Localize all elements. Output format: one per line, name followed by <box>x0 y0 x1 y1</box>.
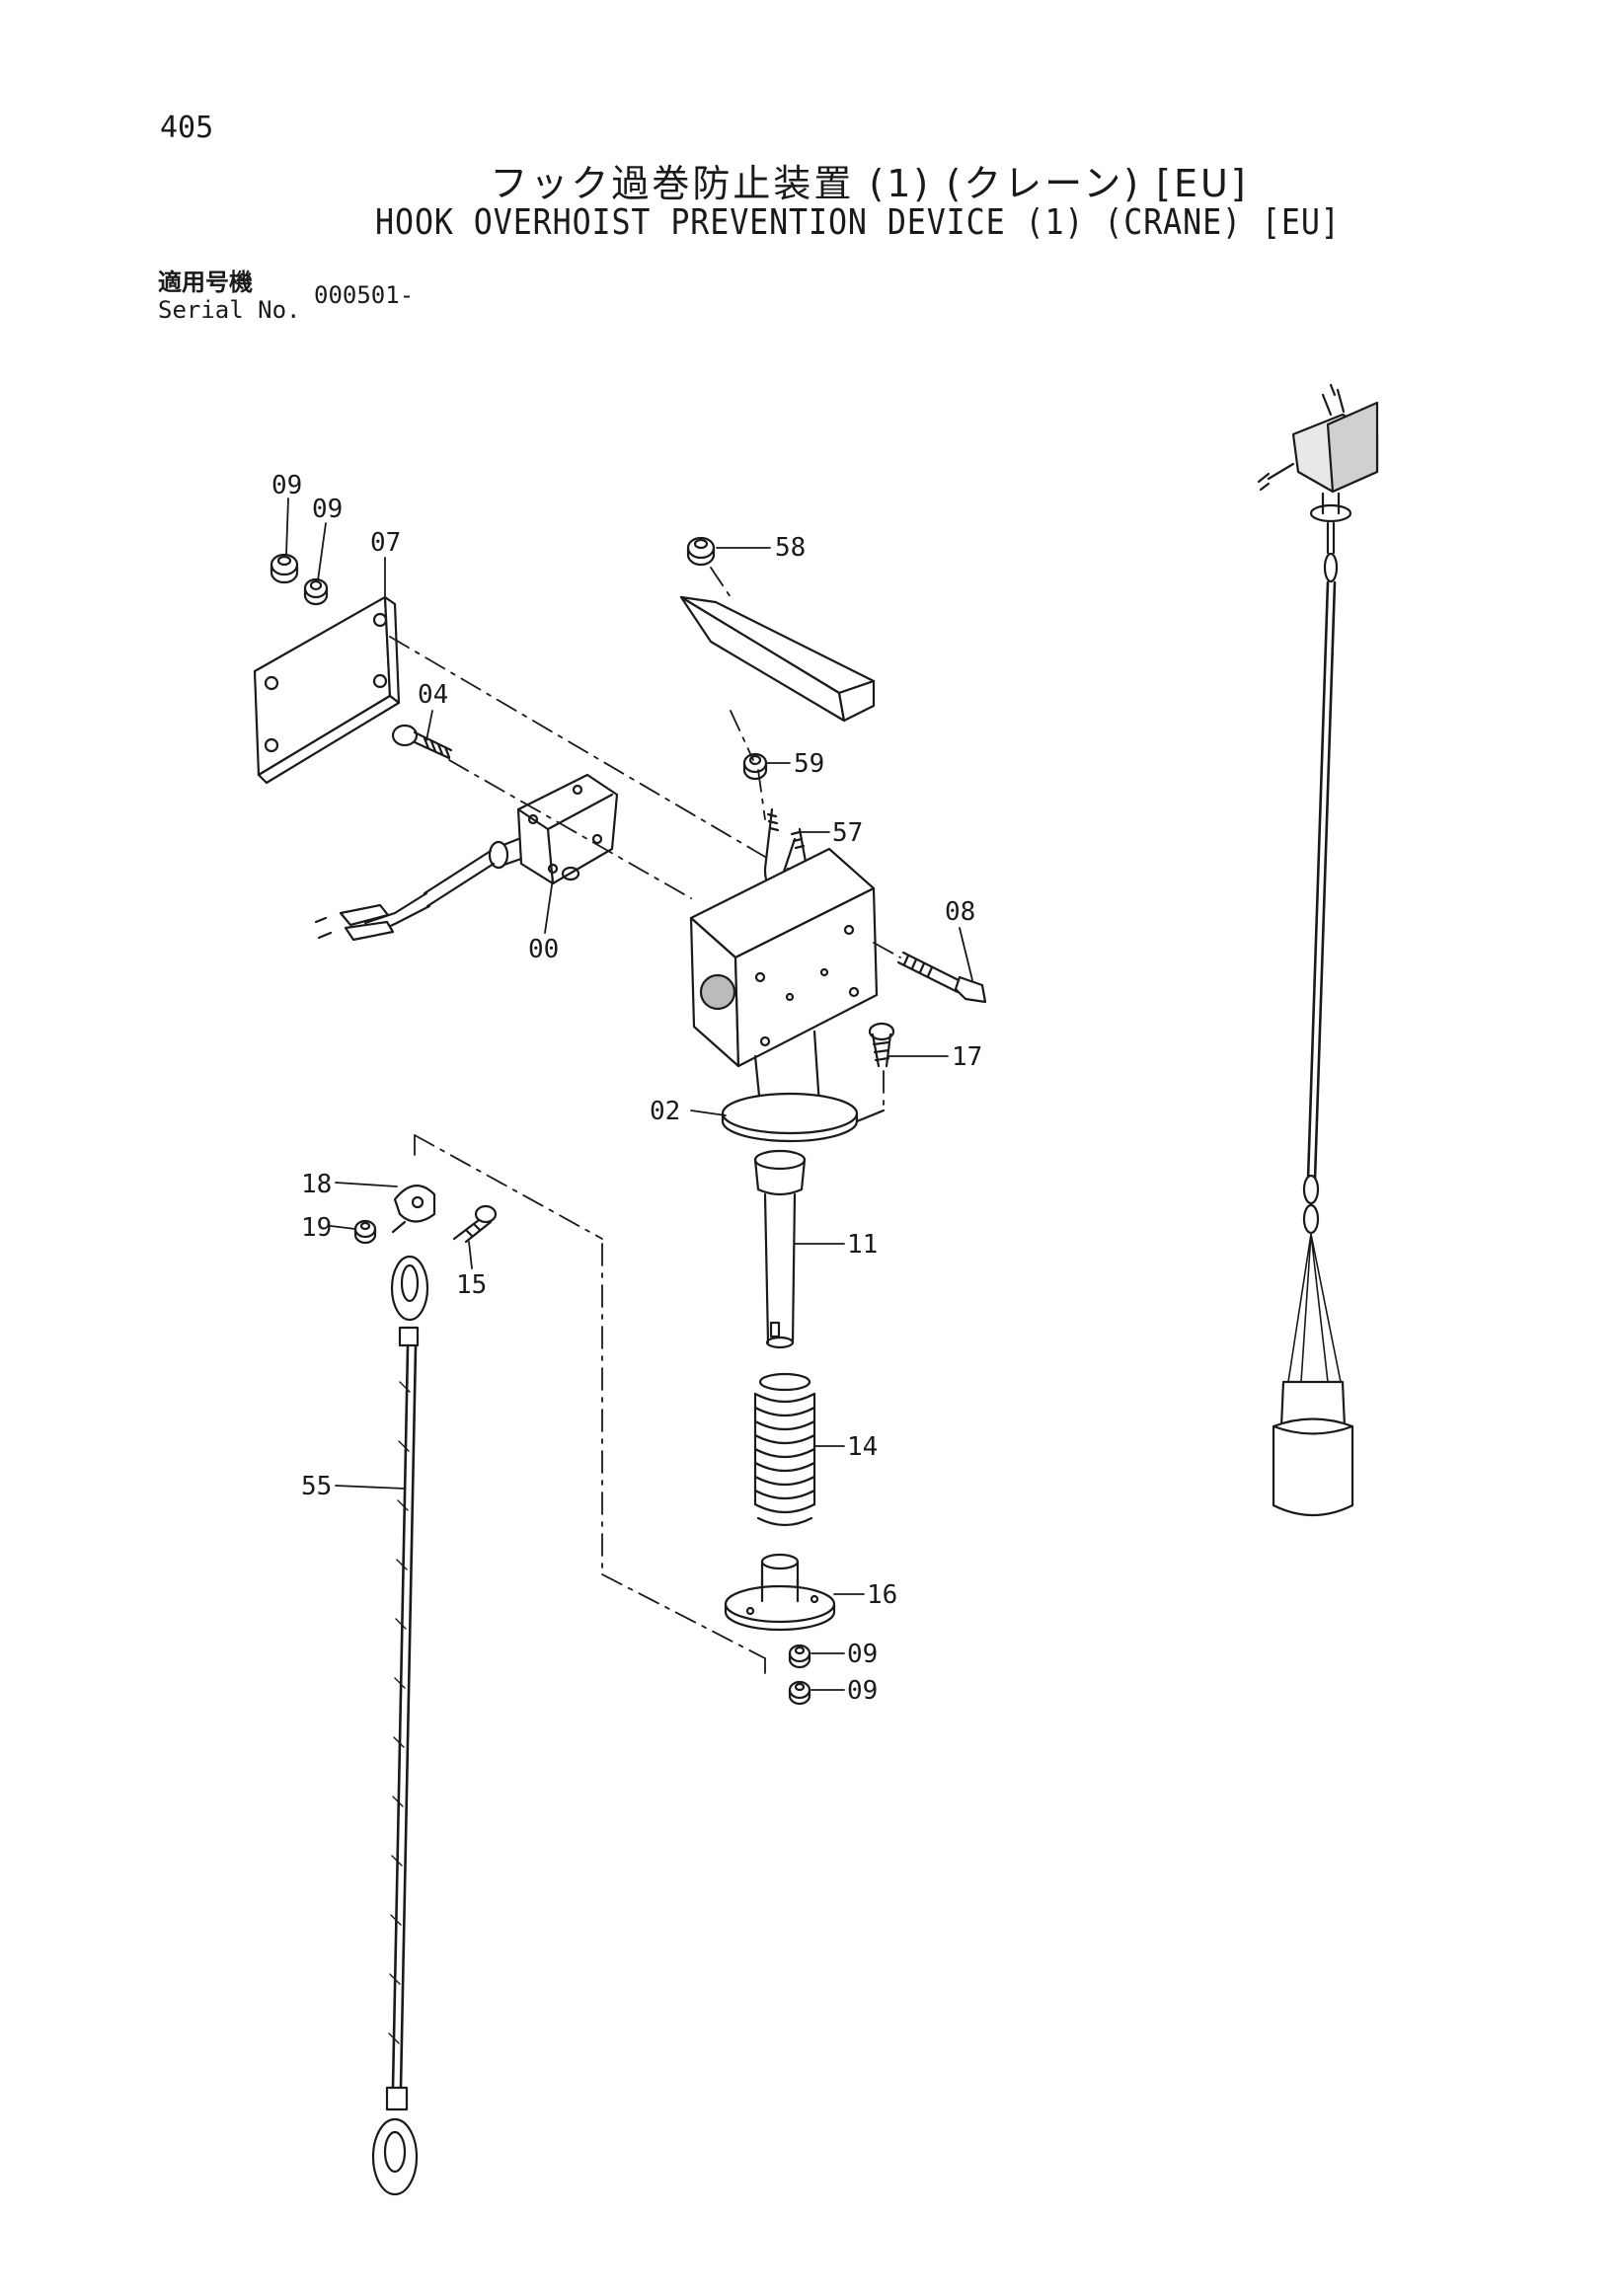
plunger-rod-11 <box>753 1149 807 1349</box>
callout-00: 00 <box>528 935 559 964</box>
bolt-17 <box>868 1022 895 1068</box>
nut-19 <box>353 1219 377 1245</box>
serial-label-japanese: 適用号機 <box>158 268 253 296</box>
callout-07: 07 <box>370 528 401 558</box>
page-title-english: HOOK OVERHOIST PREVENTION DEVICE (1) (CR… <box>375 202 1341 243</box>
limit-switch-00 <box>314 773 619 942</box>
page-number: 405 <box>160 111 214 145</box>
bolt-08 <box>896 951 987 1004</box>
nut-58 <box>686 536 716 567</box>
callout-08: 08 <box>945 897 975 927</box>
callout-58: 58 <box>775 533 806 563</box>
spring-14 <box>753 1372 816 1527</box>
callout-09: 09 <box>271 471 302 500</box>
callout-57: 57 <box>832 818 863 848</box>
callout-09: 09 <box>312 495 343 524</box>
callout-11: 11 <box>847 1230 878 1260</box>
clevis-18 <box>391 1185 436 1234</box>
page-title-japanese: フック過巻防止装置 (1) (クレーン) [EU] <box>490 162 1249 205</box>
angle-bracket <box>679 595 876 723</box>
bolt-15 <box>452 1204 498 1244</box>
callout-59: 59 <box>794 749 824 779</box>
callout-18: 18 <box>301 1170 332 1199</box>
callout-19: 19 <box>301 1213 332 1243</box>
spring-seat-16 <box>724 1553 836 1632</box>
nut-09-lower-b <box>788 1680 811 1706</box>
callout-15: 15 <box>456 1270 487 1300</box>
callout-04: 04 <box>418 680 448 710</box>
callout-17: 17 <box>952 1042 982 1072</box>
callout-09: 09 <box>847 1640 878 1669</box>
callout-09: 09 <box>847 1676 878 1706</box>
nut-09-upper-a <box>270 553 299 584</box>
callout-14: 14 <box>847 1432 878 1462</box>
callout-55: 55 <box>301 1472 332 1501</box>
callout-labels: 09 09 07 04 00 58 59 57 08 17 02 11 14 1… <box>271 471 982 1706</box>
assembled-view <box>1257 383 1379 1517</box>
mounting-plate-07 <box>253 595 401 785</box>
leader-lines <box>285 497 973 1691</box>
bolt-04 <box>391 724 453 760</box>
callout-02: 02 <box>650 1097 680 1126</box>
switch-housing <box>689 847 879 1068</box>
serial-number-value: 000501- <box>314 281 415 309</box>
post-column-02 <box>721 1030 886 1143</box>
nut-59 <box>742 752 768 781</box>
nut-09-lower-a <box>788 1644 811 1669</box>
wire-rope-55 <box>371 1255 429 2196</box>
callout-16: 16 <box>867 1580 897 1610</box>
nut-09-upper-b <box>303 577 329 606</box>
alignment-lines <box>389 567 901 1659</box>
serial-label-english: Serial No. <box>158 296 301 324</box>
